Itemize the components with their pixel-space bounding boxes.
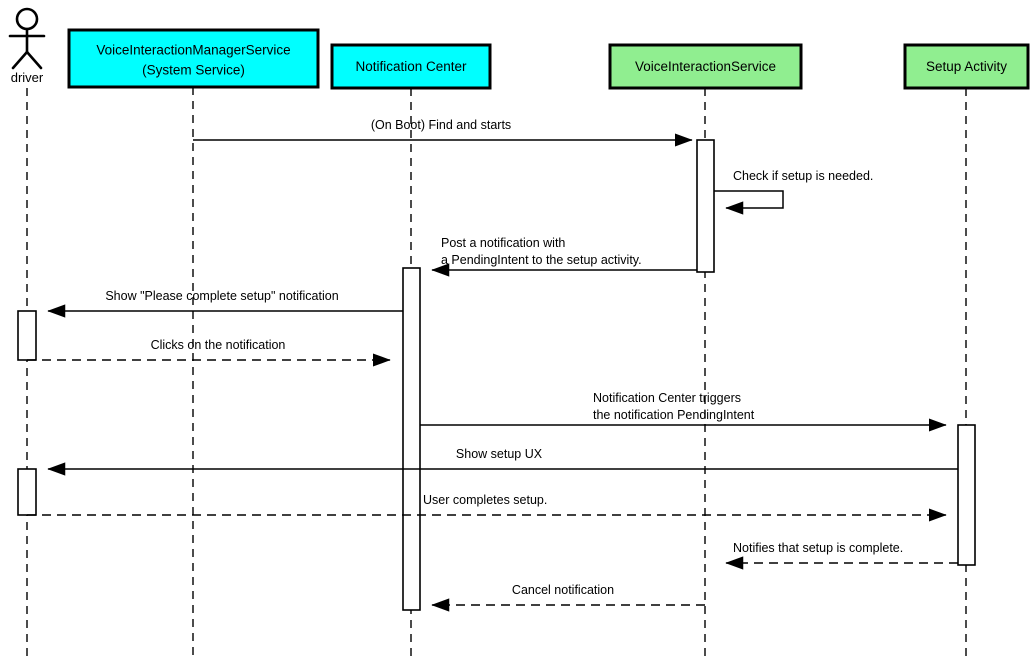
participant-label-vis: VoiceInteractionService: [635, 59, 776, 74]
message-clicks-on-the-notification[interactable]: Clicks on the notification: [27, 338, 391, 367]
message-check-if-setup-is-needed[interactable]: Check if setup is needed.: [714, 169, 873, 215]
message-label-m2: Check if setup is needed.: [733, 169, 873, 183]
message-label-m7: Show setup UX: [456, 447, 543, 461]
message-label-m1: (On Boot) Find and starts: [371, 118, 511, 132]
participant-box-setup-activity[interactable]: [903, 43, 1030, 90]
message-user-completes-setup[interactable]: User completes setup.: [27, 493, 947, 522]
actor-driver[interactable]: driver: [8, 7, 46, 85]
activation-bar-driver-2: [17, 468, 37, 516]
message-notifies-that-setup-is-complete[interactable]: Notifies that setup is complete.: [725, 541, 958, 570]
message-label-m4: Show "Please complete setup" notificatio…: [105, 289, 338, 303]
message-show-please-complete-setup-notification[interactable]: Show "Please complete setup" notificatio…: [47, 289, 403, 318]
activation-bars-group: [17, 139, 976, 611]
participant-notification-center[interactable]: Notification Center: [330, 43, 492, 90]
message-label-m9: Notifies that setup is complete.: [733, 541, 903, 555]
message-label-m3-line2: a PendingIntent to the setup activity.: [441, 253, 642, 267]
participant-vims[interactable]: VoiceInteractionManagerService (System S…: [67, 28, 320, 89]
participant-vis[interactable]: VoiceInteractionService: [608, 43, 803, 90]
activation-bar-notification-center: [402, 267, 421, 611]
participant-setup-activity[interactable]: Setup Activity: [903, 43, 1030, 90]
activation-bar-driver-1: [17, 310, 37, 361]
message-cancel-notification[interactable]: Cancel notification: [431, 583, 705, 612]
message-label-m8: User completes setup.: [423, 493, 547, 507]
participant-label-setup-activity: Setup Activity: [926, 59, 1007, 74]
actor-leg-right-icon: [25, 50, 43, 70]
message-show-setup-ux[interactable]: Show setup UX: [47, 447, 958, 476]
participant-label-vims-line1: VoiceInteractionManagerService: [96, 43, 290, 58]
message-label-m6-line1: Notification Center triggers: [593, 391, 741, 405]
message-on-boot-find-and-starts[interactable]: (On Boot) Find and starts: [193, 118, 693, 147]
actor-label-driver: driver: [11, 70, 44, 85]
message-notification-center-triggers-pendingintent[interactable]: Notification Center triggers the notific…: [420, 391, 947, 432]
message-label-m10: Cancel notification: [512, 583, 614, 597]
message-label-m5: Clicks on the notification: [151, 338, 286, 352]
message-label-m3-line1: Post a notification with: [441, 236, 565, 250]
participant-box-notification-center[interactable]: [330, 43, 492, 90]
participant-label-notification-center: Notification Center: [355, 59, 467, 74]
message-label-m6-line2: the notification PendingIntent: [593, 408, 755, 422]
activation-bar-setup-activity: [957, 424, 976, 566]
actor-head-icon: [15, 7, 39, 31]
message-post-a-notification[interactable]: Post a notification with a PendingIntent…: [431, 236, 697, 277]
activation-bar-vis: [696, 139, 715, 273]
message-arrow-m2-self: [714, 190, 784, 215]
participant-box-vims[interactable]: [67, 28, 320, 89]
actor-leg-left-icon: [11, 50, 29, 70]
participant-label-vims-line2: (System Service): [142, 63, 245, 78]
participant-box-vis[interactable]: [608, 43, 803, 90]
